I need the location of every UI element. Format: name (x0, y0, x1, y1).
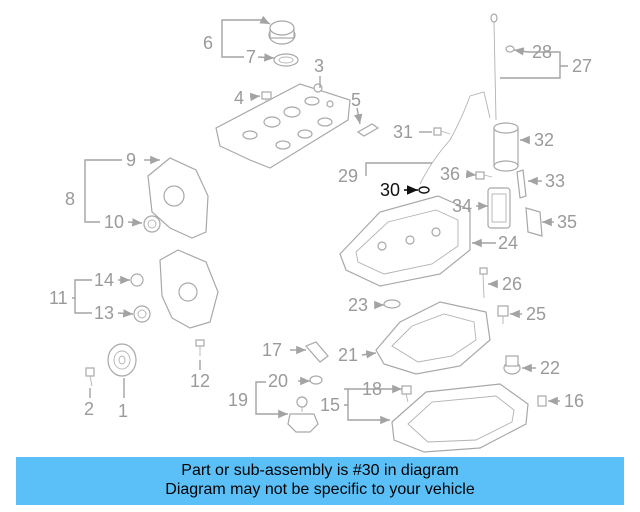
label-11: 11 (49, 288, 68, 308)
label-14: 14 (94, 270, 114, 290)
sensor-22-shape (503, 355, 521, 375)
sensor-33-shape (516, 169, 527, 199)
dipstick-shape (490, 13, 515, 121)
label-27: 27 (572, 56, 592, 76)
label-33: 33 (545, 171, 565, 191)
label-17: 17 (262, 340, 282, 360)
gasket-35-shape (525, 207, 543, 237)
plug-25-shape (497, 305, 509, 324)
info-banner: Part or sub-assembly is #30 in diagram D… (16, 457, 624, 505)
parts-diagram: 1 2 3 4 5 6 7 8 9 10 11 12 13 14 15 16 1… (49, 13, 592, 453)
gasket-23-shape (383, 299, 401, 309)
timing-cover-lower-shape (159, 249, 219, 329)
label-31: 31 (393, 122, 413, 142)
drain-plug-shape (537, 395, 547, 407)
label-8: 8 (65, 189, 75, 209)
label-25: 25 (526, 304, 546, 324)
label-10: 10 (104, 212, 124, 232)
plug-14-shape (130, 273, 144, 287)
label-9: 9 (126, 150, 136, 170)
part-17-shape (304, 341, 329, 363)
label-16: 16 (564, 391, 584, 411)
o-ring-20-shape (309, 375, 323, 385)
label-28: 28 (532, 42, 552, 62)
label-2: 2 (84, 399, 94, 419)
bolt-31-shape (433, 127, 451, 136)
label-15: 15 (320, 395, 340, 415)
bolt-36-shape (475, 171, 493, 180)
seal-10-shape (143, 215, 161, 233)
label-35: 35 (557, 212, 577, 232)
label-18: 18 (362, 379, 382, 399)
oil-pump-shape (287, 396, 319, 433)
label-19: 19 (228, 390, 248, 410)
label-34: 34 (452, 196, 472, 216)
label-21: 21 (338, 345, 358, 365)
valve-cover-shape (215, 83, 351, 169)
lower-oil-pan-shape (391, 383, 529, 453)
oil-cooler-shape (487, 187, 511, 229)
label-24: 24 (498, 233, 518, 253)
label-20: 20 (268, 371, 288, 391)
oil-filler-cap-shape (268, 20, 296, 45)
label-32: 32 (534, 130, 554, 150)
label-22: 22 (540, 358, 560, 378)
label-4: 4 (234, 88, 244, 108)
label-1: 1 (118, 401, 128, 421)
label-23: 23 (348, 295, 368, 315)
label-6: 6 (203, 33, 213, 53)
pcv-valve-shape (356, 123, 380, 137)
oil-baffle-shape (375, 301, 491, 375)
bolt-18-shape (401, 385, 412, 403)
dipstick-tube-shape (419, 91, 491, 185)
timing-cover-upper-shape (147, 157, 209, 239)
label-7: 7 (246, 47, 256, 67)
bolt-26-shape (479, 267, 488, 299)
upper-oil-pan-shape (339, 195, 471, 287)
cap-seal-shape (273, 53, 299, 67)
crank-pulley-shape (107, 343, 137, 377)
label-13: 13 (94, 303, 114, 323)
banner-line-part: Part or sub-assembly is #30 in diagram (181, 462, 459, 479)
bolt-12-shape (195, 339, 205, 356)
banner-line-disclaimer: Diagram may not be specific to your vehi… (165, 481, 475, 498)
label-36: 36 (440, 164, 460, 184)
oil-filter-shape (493, 122, 519, 172)
label-26: 26 (502, 274, 522, 294)
seal-13-shape (133, 305, 151, 323)
bolt-2-shape (85, 367, 95, 387)
label-30: 30 (380, 180, 400, 200)
label-3: 3 (314, 56, 324, 76)
label-12: 12 (190, 371, 210, 391)
label-5: 5 (351, 90, 361, 110)
label-29: 29 (338, 166, 358, 186)
o-ring-30-shape (418, 186, 430, 194)
